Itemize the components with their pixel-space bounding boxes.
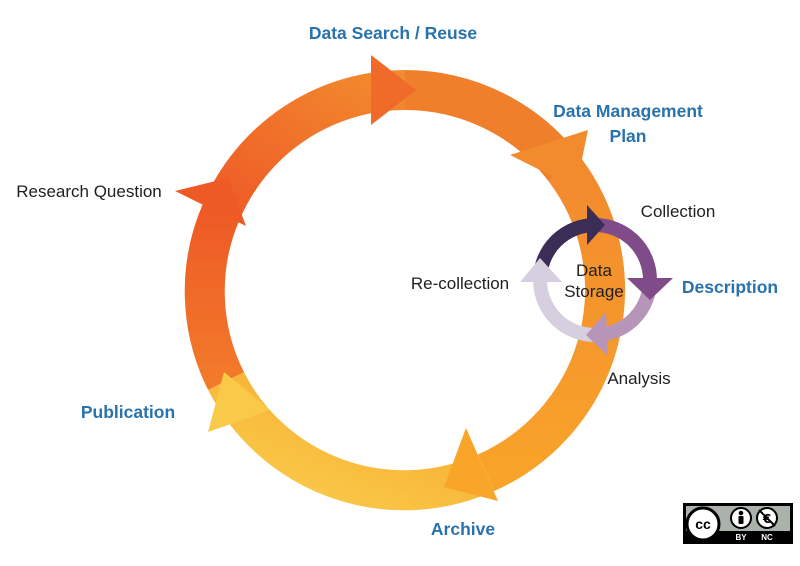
noncommercial-icon-glyph: € bbox=[762, 512, 771, 526]
label-data-search-reuse: Data Search / Reuse bbox=[309, 23, 478, 43]
inner-center-label-line2: Storage bbox=[564, 282, 624, 301]
inner-arrowhead-description bbox=[627, 278, 673, 300]
inner-arc-purple bbox=[594, 218, 657, 281]
badge-by-label: BY bbox=[735, 533, 747, 542]
inner-center-label-line1: Data bbox=[576, 261, 612, 280]
label-data-management-plan-line2: Plan bbox=[610, 126, 647, 146]
outer-arrowheads bbox=[175, 55, 588, 501]
cc-by-nc-license-badge: cc € BY NC bbox=[683, 503, 793, 544]
arrowhead-to-archive bbox=[444, 428, 498, 501]
label-archive: Archive bbox=[431, 519, 495, 539]
outer-arc-publication-to-research bbox=[184, 203, 245, 390]
inner-arrowhead-collection bbox=[587, 205, 605, 245]
inner-arrowhead-recollection bbox=[520, 258, 562, 282]
label-collection: Collection bbox=[641, 202, 716, 221]
arrowhead-to-data-search bbox=[371, 55, 416, 125]
label-data-management-plan-line1: Data Management bbox=[553, 101, 703, 121]
label-re-collection: Re-collection bbox=[411, 274, 509, 293]
noncommercial-icon-slash bbox=[758, 509, 776, 527]
person-icon-body bbox=[738, 516, 744, 524]
person-icon-head bbox=[738, 510, 744, 516]
cc-icon-text: cc bbox=[695, 516, 711, 532]
cc-icon bbox=[685, 506, 721, 542]
arrowhead-to-research-question bbox=[175, 178, 246, 226]
label-publication: Publication bbox=[81, 402, 175, 422]
inner-arc-lavender bbox=[533, 279, 596, 342]
badge-nc-label: NC bbox=[761, 533, 773, 542]
outer-arc-archive-to-publication bbox=[208, 371, 495, 511]
label-analysis: Analysis bbox=[607, 369, 670, 388]
arrowhead-to-publication bbox=[208, 372, 270, 432]
inner-arrowheads bbox=[520, 205, 673, 356]
inner-arrowhead-analysis bbox=[586, 312, 608, 356]
label-research-question: Research Question bbox=[16, 182, 162, 201]
arrowhead-to-data-management-plan bbox=[510, 130, 588, 188]
label-description: Description bbox=[682, 277, 778, 297]
